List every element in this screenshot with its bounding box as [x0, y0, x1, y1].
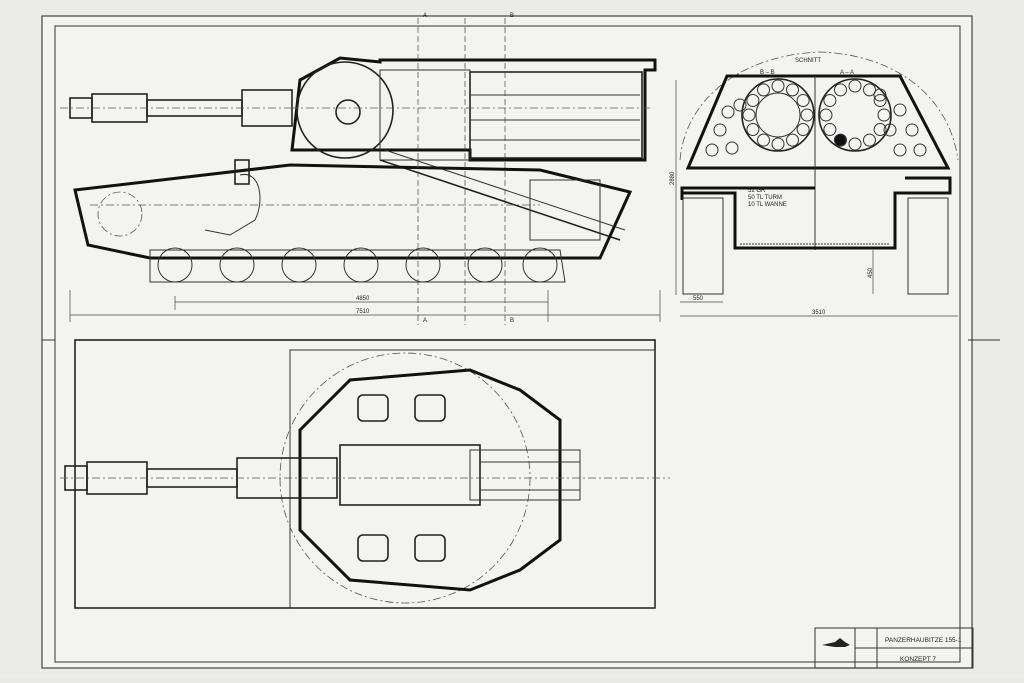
ammo-note-2: 50 TL TURM: [748, 195, 782, 201]
ammo-round: [771, 137, 785, 151]
ammo-round: [848, 137, 862, 151]
road-wheels: [97, 191, 566, 283]
ammo-round: [905, 123, 919, 137]
outer-border: [41, 15, 973, 669]
ammo-round: [863, 133, 876, 147]
ammo-round: [877, 108, 891, 122]
ammo-round: [823, 123, 837, 136]
side-view: 4850 7510 A B A B: [60, 13, 661, 325]
inner-border: [54, 25, 961, 663]
section-mark-b: B: [510, 13, 514, 19]
ammo-round: [873, 88, 887, 102]
ammo-note-1: 52 GR: [748, 188, 766, 194]
ammo-round: [800, 108, 814, 122]
dim-7510: 7510: [356, 309, 370, 315]
ammo-round: [883, 123, 897, 137]
ammo-round: [725, 141, 739, 155]
dim-550: 550: [693, 296, 704, 302]
dim-4850: 4850: [356, 296, 370, 302]
ammo-round: [913, 143, 927, 157]
gun-barrel: [60, 89, 300, 127]
ammo-round: [771, 79, 785, 93]
section-mark-a: A: [423, 13, 427, 19]
ammo-round: [834, 133, 847, 147]
ammo-round: [819, 108, 833, 122]
ammo-round: [834, 83, 847, 97]
side-dimensions: 4850 7510 A B A B: [69, 13, 661, 325]
dim-3510: 3510: [812, 310, 826, 316]
ammo-round: [796, 123, 810, 136]
ammo-round: [786, 133, 799, 147]
top-view: [60, 339, 670, 609]
ammo-round: [757, 83, 770, 97]
ammunition-rounds: [705, 79, 927, 157]
ammo-round: [713, 123, 727, 137]
ammo-round: [733, 98, 747, 112]
ammo-round: [893, 143, 907, 157]
hull-side: [73, 163, 633, 260]
ammo-round: [893, 103, 907, 117]
turret-section: [685, 74, 951, 170]
eagle-emblem-icon: [822, 638, 850, 647]
ammo-round: [746, 94, 760, 107]
dim-450: 450: [868, 267, 874, 278]
turret-top: [298, 368, 562, 592]
hull-section: [680, 176, 952, 250]
ammo-round: [873, 123, 887, 136]
ammo-round: [848, 79, 862, 93]
ammo-note-3: 10 TL WANNE: [748, 202, 787, 208]
section-label-aa: A – A: [840, 70, 854, 76]
section-label-bb: B – B: [760, 70, 775, 76]
dim-2880: 2880: [670, 171, 676, 185]
gun-barrel-top: [60, 457, 670, 499]
crew-figure: [204, 174, 261, 236]
ammo-round: [786, 83, 799, 97]
ammo-round: [873, 94, 887, 107]
section-view: SCHNITT B – B A – A 52 GR 50 TL TURM 10 …: [670, 51, 959, 317]
drawing-title: PANZERHAUBITZE 155-1: [885, 637, 962, 644]
ammo-round: [823, 94, 837, 107]
section-mark-b-bottom: B: [510, 318, 514, 324]
section-heading: SCHNITT: [795, 58, 821, 64]
ammo-round: [757, 133, 770, 147]
ammo-round: [796, 94, 810, 107]
ammo-round: [705, 143, 719, 157]
ammo-round: [746, 123, 760, 136]
ammo-round: [742, 108, 756, 122]
ammo-round: [721, 105, 735, 119]
section-mark-a-bottom: A: [423, 318, 427, 324]
title-block: PANZERHAUBITZE 155-1 KONZEPT 7: [814, 627, 974, 669]
ammo-round: [863, 83, 876, 97]
drawing-subtitle: KONZEPT 7: [900, 656, 936, 663]
